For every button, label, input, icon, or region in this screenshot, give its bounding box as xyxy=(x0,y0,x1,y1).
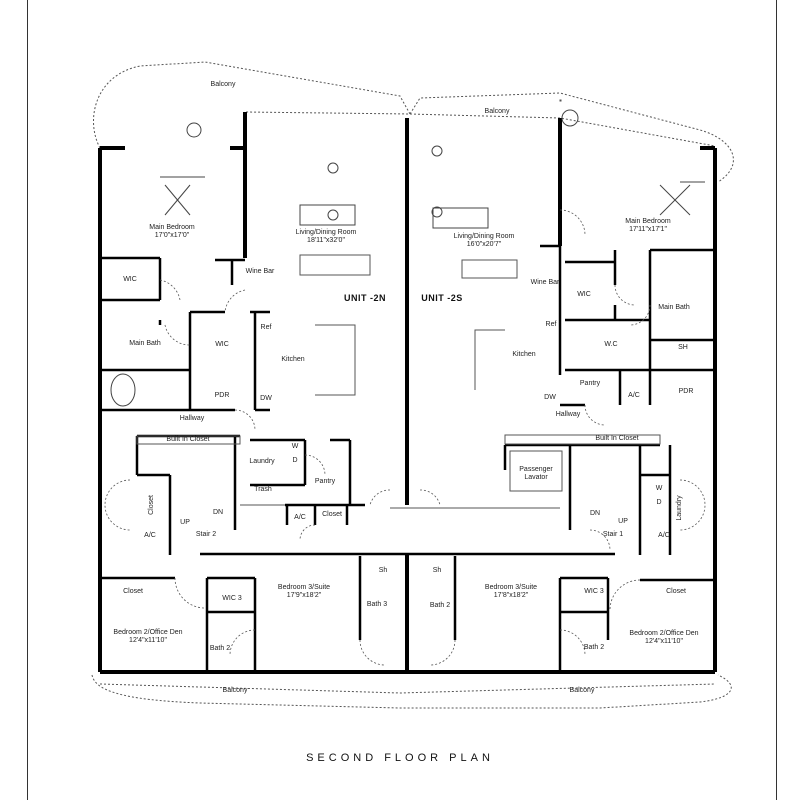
balcony-2s-top: Balcony xyxy=(484,108,510,115)
bath-2-2n: Bath 2 xyxy=(209,645,231,652)
page-border-right xyxy=(776,0,777,800)
balcony-2s-bottom: Balcony xyxy=(569,687,595,694)
room-dimension: 12'4"x11'10" xyxy=(645,638,683,645)
room-dimension: 17'9"x18'2" xyxy=(286,592,322,599)
kitchen-2n: Kitchen xyxy=(281,356,305,363)
page-border-left xyxy=(27,0,28,800)
stair-1-dn: DN xyxy=(589,510,601,517)
room-name: Main Bedroom xyxy=(149,224,195,231)
stair-1-up: UP xyxy=(618,518,628,525)
wic-3-2s: WIC 3 xyxy=(584,588,604,595)
room-name: Living/Dining Room xyxy=(453,233,515,240)
room-name: Bedroom 3/Suite xyxy=(484,584,538,591)
living-dining-2n: Living/Dining Room 18'11"x32'0" xyxy=(296,229,357,245)
wine-bar-2s: Wine Bar xyxy=(530,279,560,286)
main-bedroom-2n: Main Bedroom 17'0"x17'0" xyxy=(149,224,195,240)
laundry-dryer-2n: D xyxy=(292,457,298,464)
room-dimension: 17'8"x18'2" xyxy=(493,592,529,599)
bath-2-2s: Bath 2 xyxy=(583,644,605,651)
built-in-closet-2s: Built In Closet xyxy=(595,435,639,442)
wic-3-2n: WIC 3 xyxy=(222,595,242,602)
built-in-closet-2n: Built In Closet xyxy=(166,436,210,443)
passenger-elevator: Passenger Lavator xyxy=(519,466,553,481)
bedroom-2-closet-2n: Closet xyxy=(123,588,143,595)
hallway-2n: Hallway xyxy=(179,415,205,422)
main-bedroom-2s: Main Bedroom 17'11"x17'1" xyxy=(625,218,671,234)
room-dimension: 16'0"x20'7" xyxy=(466,241,502,248)
unit-2s-label: UNIT -2S xyxy=(421,293,463,303)
dw-2s: DW xyxy=(544,394,556,401)
ref-2n: Ref xyxy=(260,324,272,331)
bedroom-2-2s: Bedroom 2/Office Den 12'4"x11'10" xyxy=(629,630,698,646)
closet-2n: Closet xyxy=(322,511,342,518)
stair-2-dn: DN xyxy=(212,509,224,516)
bedroom-2-closet-2s: Closet xyxy=(666,588,686,595)
shower-2s: Sh xyxy=(432,567,442,574)
bedroom-3-2s: Bedroom 3/Suite 17'8"x18'2" xyxy=(485,584,537,600)
balcony-2n-top: Balcony xyxy=(210,81,236,88)
bath-3-2n: Bath 3 xyxy=(366,601,388,608)
plan-title: SECOND FLOOR PLAN xyxy=(306,752,494,764)
stair-2-up: UP xyxy=(180,519,190,526)
main-bath-2s: Main Bath xyxy=(658,304,690,311)
wic-2s: WIC xyxy=(577,291,591,298)
ac-2n: A/C xyxy=(294,514,306,521)
stair-1-label: Stair 1 xyxy=(602,531,624,538)
laundry-2n: Laundry xyxy=(249,458,275,465)
trash-2n: Trash xyxy=(254,486,272,493)
bath-2b-2s: Bath 2 xyxy=(429,602,451,609)
laundry-washer-2n: W xyxy=(291,443,299,450)
laundry-washer-2s: W xyxy=(655,485,663,492)
pdr-2n: PDR xyxy=(214,392,230,399)
hallway-2s: Hallway xyxy=(555,411,581,418)
laundry-2s: Laundry xyxy=(676,495,683,521)
shower-2n: Sh xyxy=(378,567,388,574)
main-bath-2n: Main Bath xyxy=(129,340,161,347)
dw-2n: DW xyxy=(260,395,272,402)
wc-2s: W.C xyxy=(604,341,618,348)
bedroom-3-2n: Bedroom 3/Suite 17'9"x18'2" xyxy=(278,584,330,600)
room-name: Bedroom 2/Office Den xyxy=(113,629,183,636)
balcony-2n-bottom: Balcony xyxy=(222,687,248,694)
living-dining-2s: Living/Dining Room 16'0"x20'7" xyxy=(454,233,515,249)
ac-2s: A/C xyxy=(628,392,640,399)
bedroom-2-2n: Bedroom 2/Office Den 12'4"x11'10" xyxy=(113,629,182,645)
stair-ac-2s: A/C xyxy=(658,532,670,539)
room-dimension: 18'11"x32'0" xyxy=(307,237,345,244)
stair-2-label: Stair 2 xyxy=(195,531,217,538)
pantry-2s: Pantry xyxy=(579,380,601,387)
stair-ac-2n: A/C xyxy=(144,532,156,539)
pantry-2n: Pantry xyxy=(314,478,336,485)
room-name: Bedroom 3/Suite xyxy=(277,584,331,591)
room-name: Bedroom 2/Office Den xyxy=(629,630,699,637)
room-dimension: 17'11"x17'1" xyxy=(629,226,667,233)
pdr-2s: PDR xyxy=(678,388,694,395)
room-name: Main Bedroom xyxy=(625,218,671,225)
room-dimension: 17'0"x17'0" xyxy=(154,232,190,239)
wine-bar-2n: Wine Bar xyxy=(245,268,275,275)
kitchen-2s: Kitchen xyxy=(512,351,536,358)
stair-closet-2n: Closet xyxy=(148,495,155,515)
room-name: Living/Dining Room xyxy=(295,229,357,236)
wic-2-2n: WIC xyxy=(215,341,229,348)
ref-2s: Ref xyxy=(545,321,557,328)
room-dimension: 12'4"x11'10" xyxy=(129,637,167,644)
laundry-dryer-2s: D xyxy=(656,499,662,506)
shower-main-2s: SH xyxy=(678,344,688,351)
wic-2n: WIC xyxy=(123,276,137,283)
unit-2n-label: UNIT -2N xyxy=(344,293,386,303)
